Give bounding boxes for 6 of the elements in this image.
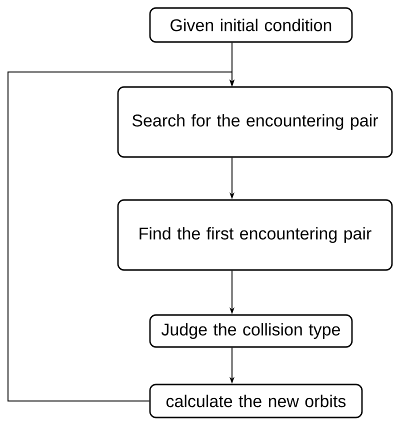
process-box: Judge the collision type: [149, 314, 353, 348]
arrow: [8, 72, 235, 402]
process-box: Find the first encountering pair: [117, 199, 393, 271]
process-box: calculate the new orbits: [149, 384, 363, 418]
process-box: Given initial condition: [149, 7, 353, 43]
process-box: Search for the encountering pair: [117, 86, 393, 158]
